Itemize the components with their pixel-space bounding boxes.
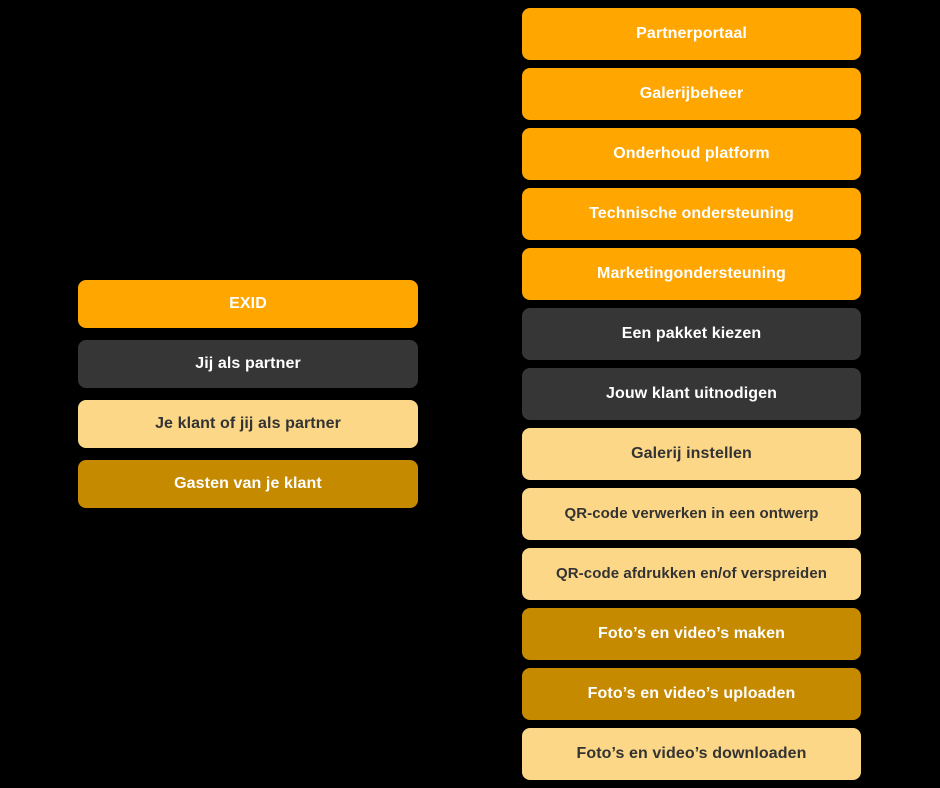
legend-column: EXID Jij als partner Je klant of jij als… <box>78 280 418 508</box>
step-technische-ondersteuning[interactable]: Technische ondersteuning <box>522 188 861 240</box>
step-partnerportaal[interactable]: Partnerportaal <box>522 8 861 60</box>
step-qr-code-afdrukken-en-of-verspreiden[interactable]: QR-code afdrukken en/of verspreiden <box>522 548 861 600</box>
legend-item-je-klant-of-jij-als-partner[interactable]: Je klant of jij als partner <box>78 400 418 448</box>
step-qr-code-verwerken-in-een-ontwerp[interactable]: QR-code verwerken in een ontwerp <box>522 488 861 540</box>
step-een-pakket-kiezen[interactable]: Een pakket kiezen <box>522 308 861 360</box>
legend-item-jij-als-partner[interactable]: Jij als partner <box>78 340 418 388</box>
step-jouw-klant-uitnodigen[interactable]: Jouw klant uitnodigen <box>522 368 861 420</box>
steps-column: Partnerportaal Galerijbeheer Onderhoud p… <box>522 8 861 780</box>
step-onderhoud-platform[interactable]: Onderhoud platform <box>522 128 861 180</box>
legend-item-gasten-van-je-klant[interactable]: Gasten van je klant <box>78 460 418 508</box>
step-galerij-instellen[interactable]: Galerij instellen <box>522 428 861 480</box>
step-galerijbeheer[interactable]: Galerijbeheer <box>522 68 861 120</box>
step-fotos-en-videos-maken[interactable]: Foto’s en video’s maken <box>522 608 861 660</box>
step-marketingondersteuning[interactable]: Marketingondersteuning <box>522 248 861 300</box>
step-fotos-en-videos-downloaden[interactable]: Foto’s en video’s downloaden <box>522 728 861 780</box>
legend-item-exid[interactable]: EXID <box>78 280 418 328</box>
step-fotos-en-videos-uploaden[interactable]: Foto’s en video’s uploaden <box>522 668 861 720</box>
